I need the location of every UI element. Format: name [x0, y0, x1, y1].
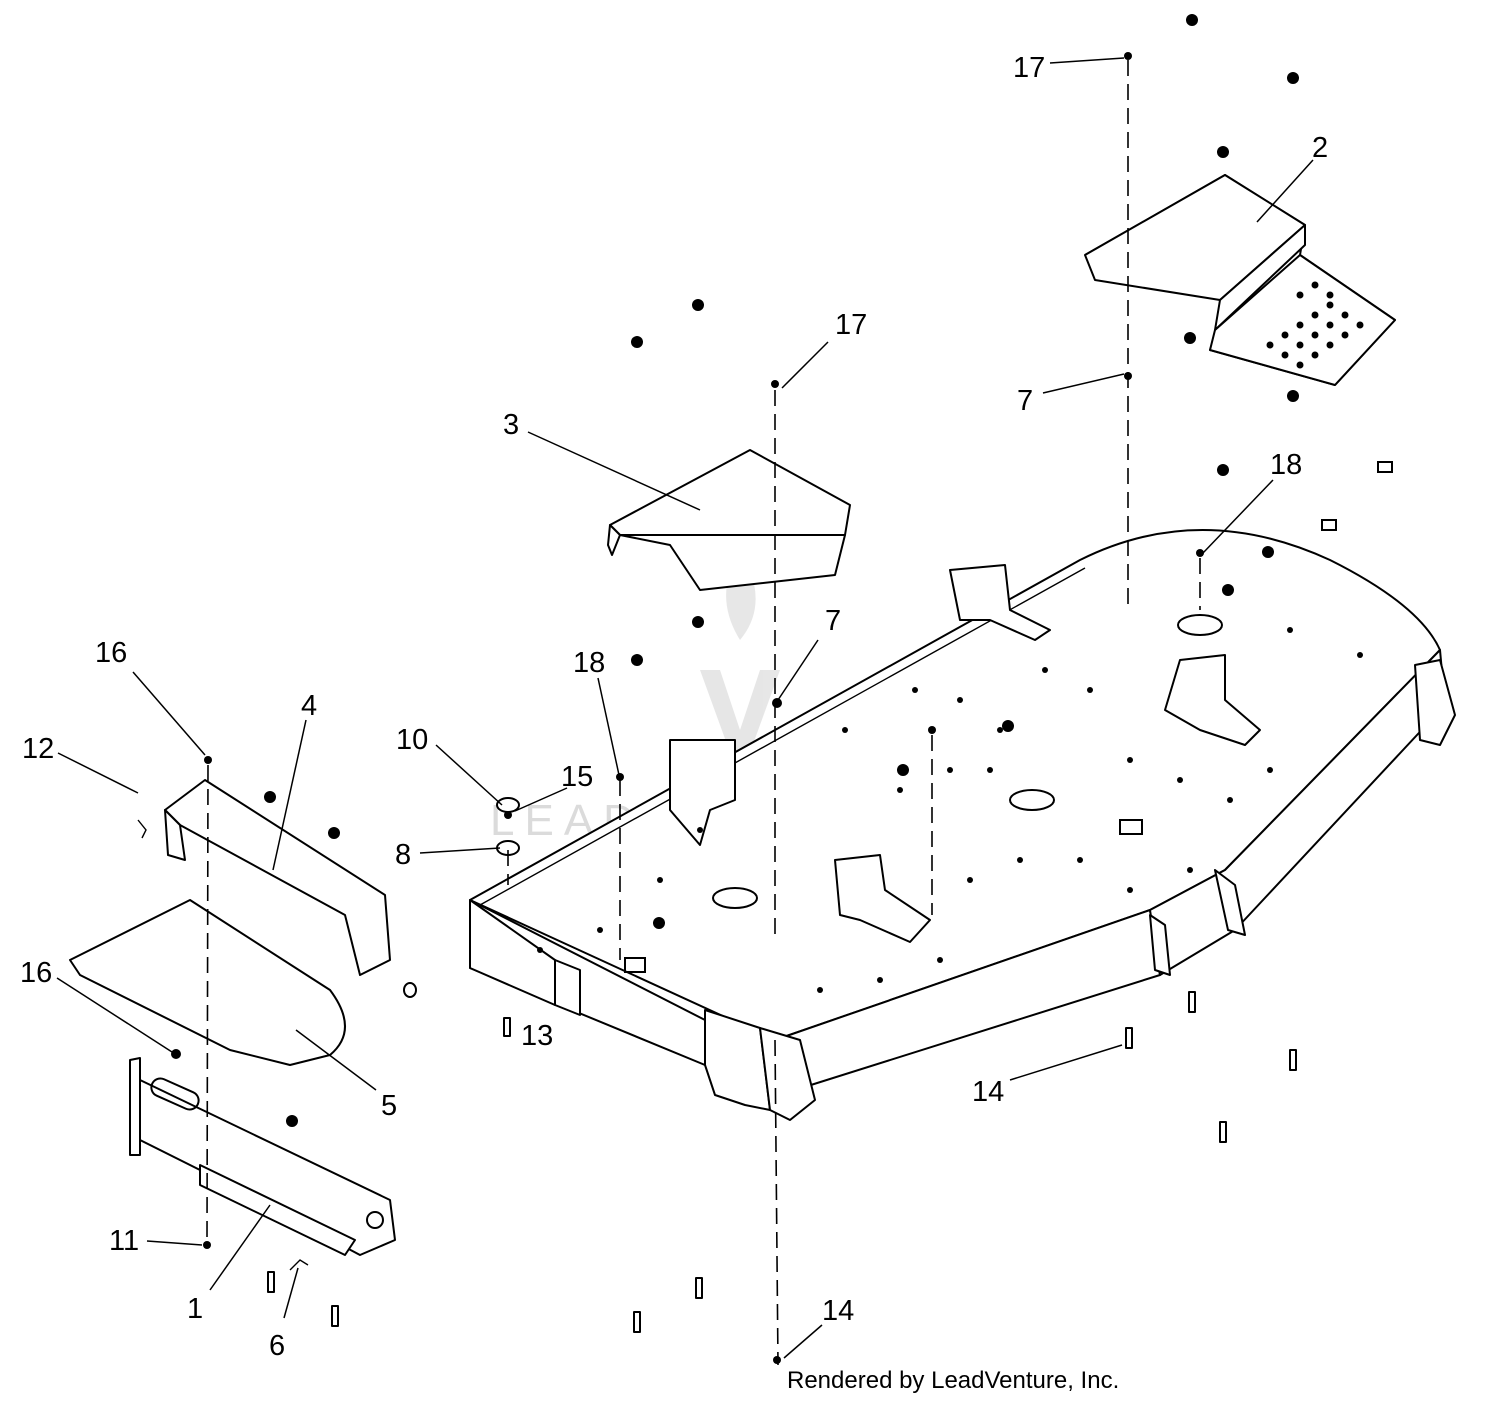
callout-15: 15 [561, 761, 593, 793]
callout-6: 6 [269, 1330, 285, 1362]
deck-holes [537, 627, 1363, 993]
bolts [137, 461, 1393, 1333]
callout-16-top: 16 [95, 637, 127, 669]
callout-2: 2 [1312, 132, 1328, 164]
hardware [171, 14, 1299, 1364]
mount-front-left [669, 739, 736, 846]
callout-16-bottom: 16 [20, 957, 52, 989]
rendered-by-credit: Rendered by LeadVenture, Inc. [787, 1367, 1119, 1394]
callout-18-right: 18 [1270, 449, 1302, 481]
callout-3: 3 [503, 409, 519, 441]
mower-deck [469, 529, 1456, 1121]
callout-17-top: 17 [1013, 52, 1045, 84]
callout-18-left: 18 [573, 647, 605, 679]
assembly-axes [206, 60, 1201, 1366]
vent-holes [1266, 281, 1364, 369]
callout-1: 1 [187, 1293, 203, 1325]
mount-right [1164, 654, 1261, 746]
callout-7-center: 7 [825, 605, 841, 637]
callout-7-right: 7 [1017, 385, 1033, 417]
deck-tab [1119, 819, 1143, 835]
callout-11: 11 [109, 1225, 139, 1257]
callout-12: 12 [22, 733, 54, 765]
callouts: 17 2 17 7 3 18 7 18 16 4 12 10 15 8 16 1… [20, 52, 1328, 1362]
callout-14-bottom: 14 [822, 1295, 854, 1327]
watermark-v-logo-icon [700, 670, 780, 780]
callout-17-center: 17 [835, 309, 867, 341]
mount-center [834, 854, 931, 943]
leader-lines [56, 57, 1314, 1359]
callout-10: 10 [396, 724, 428, 756]
mount-rear-left [949, 564, 1051, 641]
part-1-bracket [129, 1057, 396, 1256]
callout-5: 5 [381, 1090, 397, 1122]
callout-13: 13 [521, 1020, 553, 1052]
callout-8: 8 [395, 839, 411, 871]
part-3-center-cover [607, 449, 851, 591]
callout-4: 4 [301, 690, 317, 722]
callout-14-right: 14 [972, 1076, 1004, 1108]
part-2-right-cover [1084, 174, 1396, 386]
